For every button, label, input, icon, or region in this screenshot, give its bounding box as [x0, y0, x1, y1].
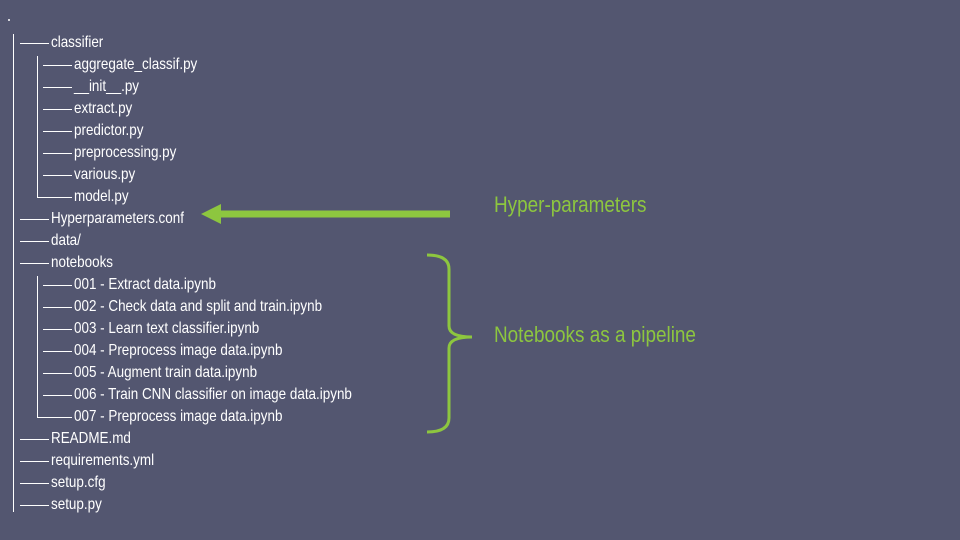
tree-item: Hyperparameters.conf — [51, 210, 184, 227]
tree-subitem: extract.py — [74, 100, 133, 117]
hyperparameters-arrow — [201, 204, 450, 224]
arrow-head — [201, 204, 221, 224]
tree-connector — [43, 197, 72, 198]
tree-corner — [37, 197, 45, 198]
tree-subitem: aggregate_classif.py — [74, 56, 198, 73]
tree-connector — [20, 241, 49, 242]
tree-subitem: 006 - Train CNN classifier on image data… — [74, 386, 352, 403]
tree-connector — [20, 461, 49, 462]
tree-connector — [43, 351, 72, 352]
tree-subitem: preprocessing.py — [74, 144, 177, 161]
tree-connector — [43, 285, 72, 286]
tree-connector — [43, 307, 72, 308]
tree-subitem: 007 - Preprocess image data.ipynb — [74, 408, 283, 425]
tree-subitem: 005 - Augment train data.ipynb — [74, 364, 258, 381]
tree-trunk — [13, 34, 14, 512]
tree-connector — [43, 373, 72, 374]
notebooks-annotation: Notebooks as a pipeline — [494, 322, 696, 347]
tree-connector — [43, 175, 72, 176]
tree-connector — [43, 395, 72, 396]
tree-branch — [37, 276, 38, 417]
tree-item: classifier — [51, 34, 104, 51]
tree-corner — [37, 417, 45, 418]
tree-connector — [43, 153, 72, 154]
tree-subitem: __init__.py — [74, 78, 140, 95]
tree-subitem: 003 - Learn text classifier.ipynb — [74, 320, 260, 337]
tree-root-dot — [8, 19, 10, 21]
tree-connector — [20, 505, 49, 506]
tree-connector — [20, 43, 49, 44]
tree-connector — [43, 131, 72, 132]
tree-connector — [20, 263, 49, 264]
tree-item: setup.cfg — [51, 474, 106, 491]
tree-subitem: 004 - Preprocess image data.ipynb — [74, 342, 283, 359]
tree-subitem: predictor.py — [74, 122, 144, 139]
hyperparameters-annotation: Hyper-parameters — [494, 192, 647, 217]
tree-connector — [43, 417, 72, 418]
tree-subitem: 001 - Extract data.ipynb — [74, 276, 216, 293]
tree-connector — [43, 65, 72, 66]
tree-subitem: various.py — [74, 166, 136, 183]
tree-subitem: model.py — [74, 188, 129, 205]
tree-connector — [43, 329, 72, 330]
tree-item: notebooks — [51, 254, 114, 271]
tree-connector — [20, 219, 49, 220]
tree-item: README.md — [51, 430, 131, 447]
tree-item: setup.py — [51, 496, 102, 513]
tree-branch — [37, 56, 38, 197]
tree-connector — [20, 483, 49, 484]
tree-subitem: 002 - Check data and split and train.ipy… — [74, 298, 323, 315]
tree-connector — [20, 439, 49, 440]
notebooks-brace — [426, 253, 473, 434]
tree-item: data/ — [51, 232, 81, 249]
tree-connector — [43, 109, 72, 110]
tree-item: requirements.yml — [51, 452, 155, 469]
tree-connector — [43, 87, 72, 88]
